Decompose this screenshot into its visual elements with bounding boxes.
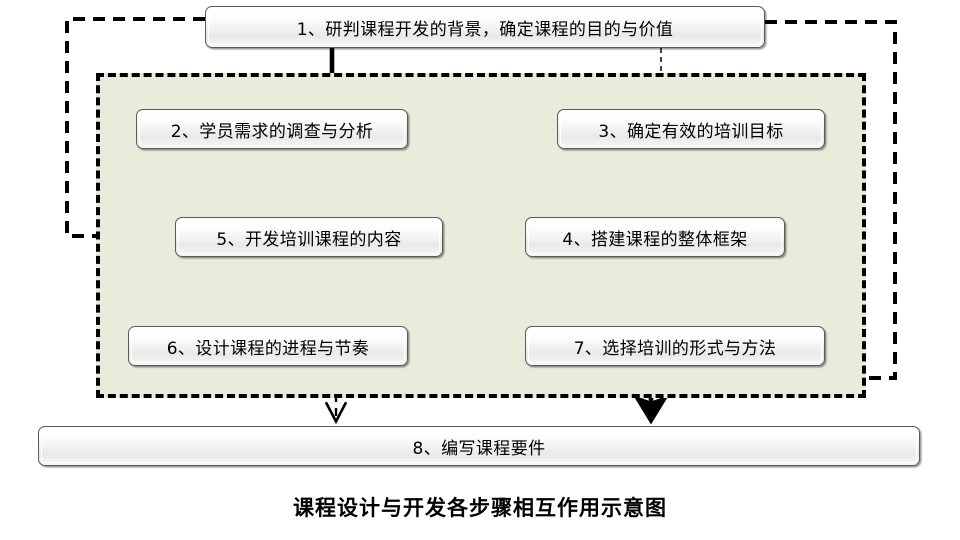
step-node-6[interactable]: 6、设计课程的进程与节奏 xyxy=(128,326,408,366)
step-node-1[interactable]: 1、研判课程开发的背景，确定课程的目的与价值 xyxy=(205,6,765,48)
step-node-4[interactable]: 4、搭建课程的整体框架 xyxy=(525,217,785,257)
step-node-7-label: 7、选择培训的形式与方法 xyxy=(573,338,777,359)
step-node-3[interactable]: 3、确定有效的培训目标 xyxy=(557,109,825,149)
diagram-caption: 课程设计与开发各步骤相互作用示意图 xyxy=(293,496,667,520)
step-node-2-label: 2、学员需求的调查与分析 xyxy=(170,121,374,142)
step-node-5[interactable]: 5、开发培训课程的内容 xyxy=(175,217,443,257)
step-node-3-label: 3、确定有效的培训目标 xyxy=(598,121,784,142)
step-node-7[interactable]: 7、选择培训的形式与方法 xyxy=(525,326,825,366)
step-node-4-label: 4、搭建课程的整体框架 xyxy=(562,229,748,250)
step-node-1-label: 1、研判课程开发的背景，确定课程的目的与价值 xyxy=(296,19,674,40)
step-node-8-label: 8、编写课程要件 xyxy=(412,438,546,459)
step-node-2[interactable]: 2、学员需求的调查与分析 xyxy=(136,109,408,149)
step-node-8[interactable]: 8、编写课程要件 xyxy=(38,426,920,466)
step-node-6-label: 6、设计课程的进程与节奏 xyxy=(166,338,370,359)
step-node-5-label: 5、开发培训课程的内容 xyxy=(216,229,402,250)
